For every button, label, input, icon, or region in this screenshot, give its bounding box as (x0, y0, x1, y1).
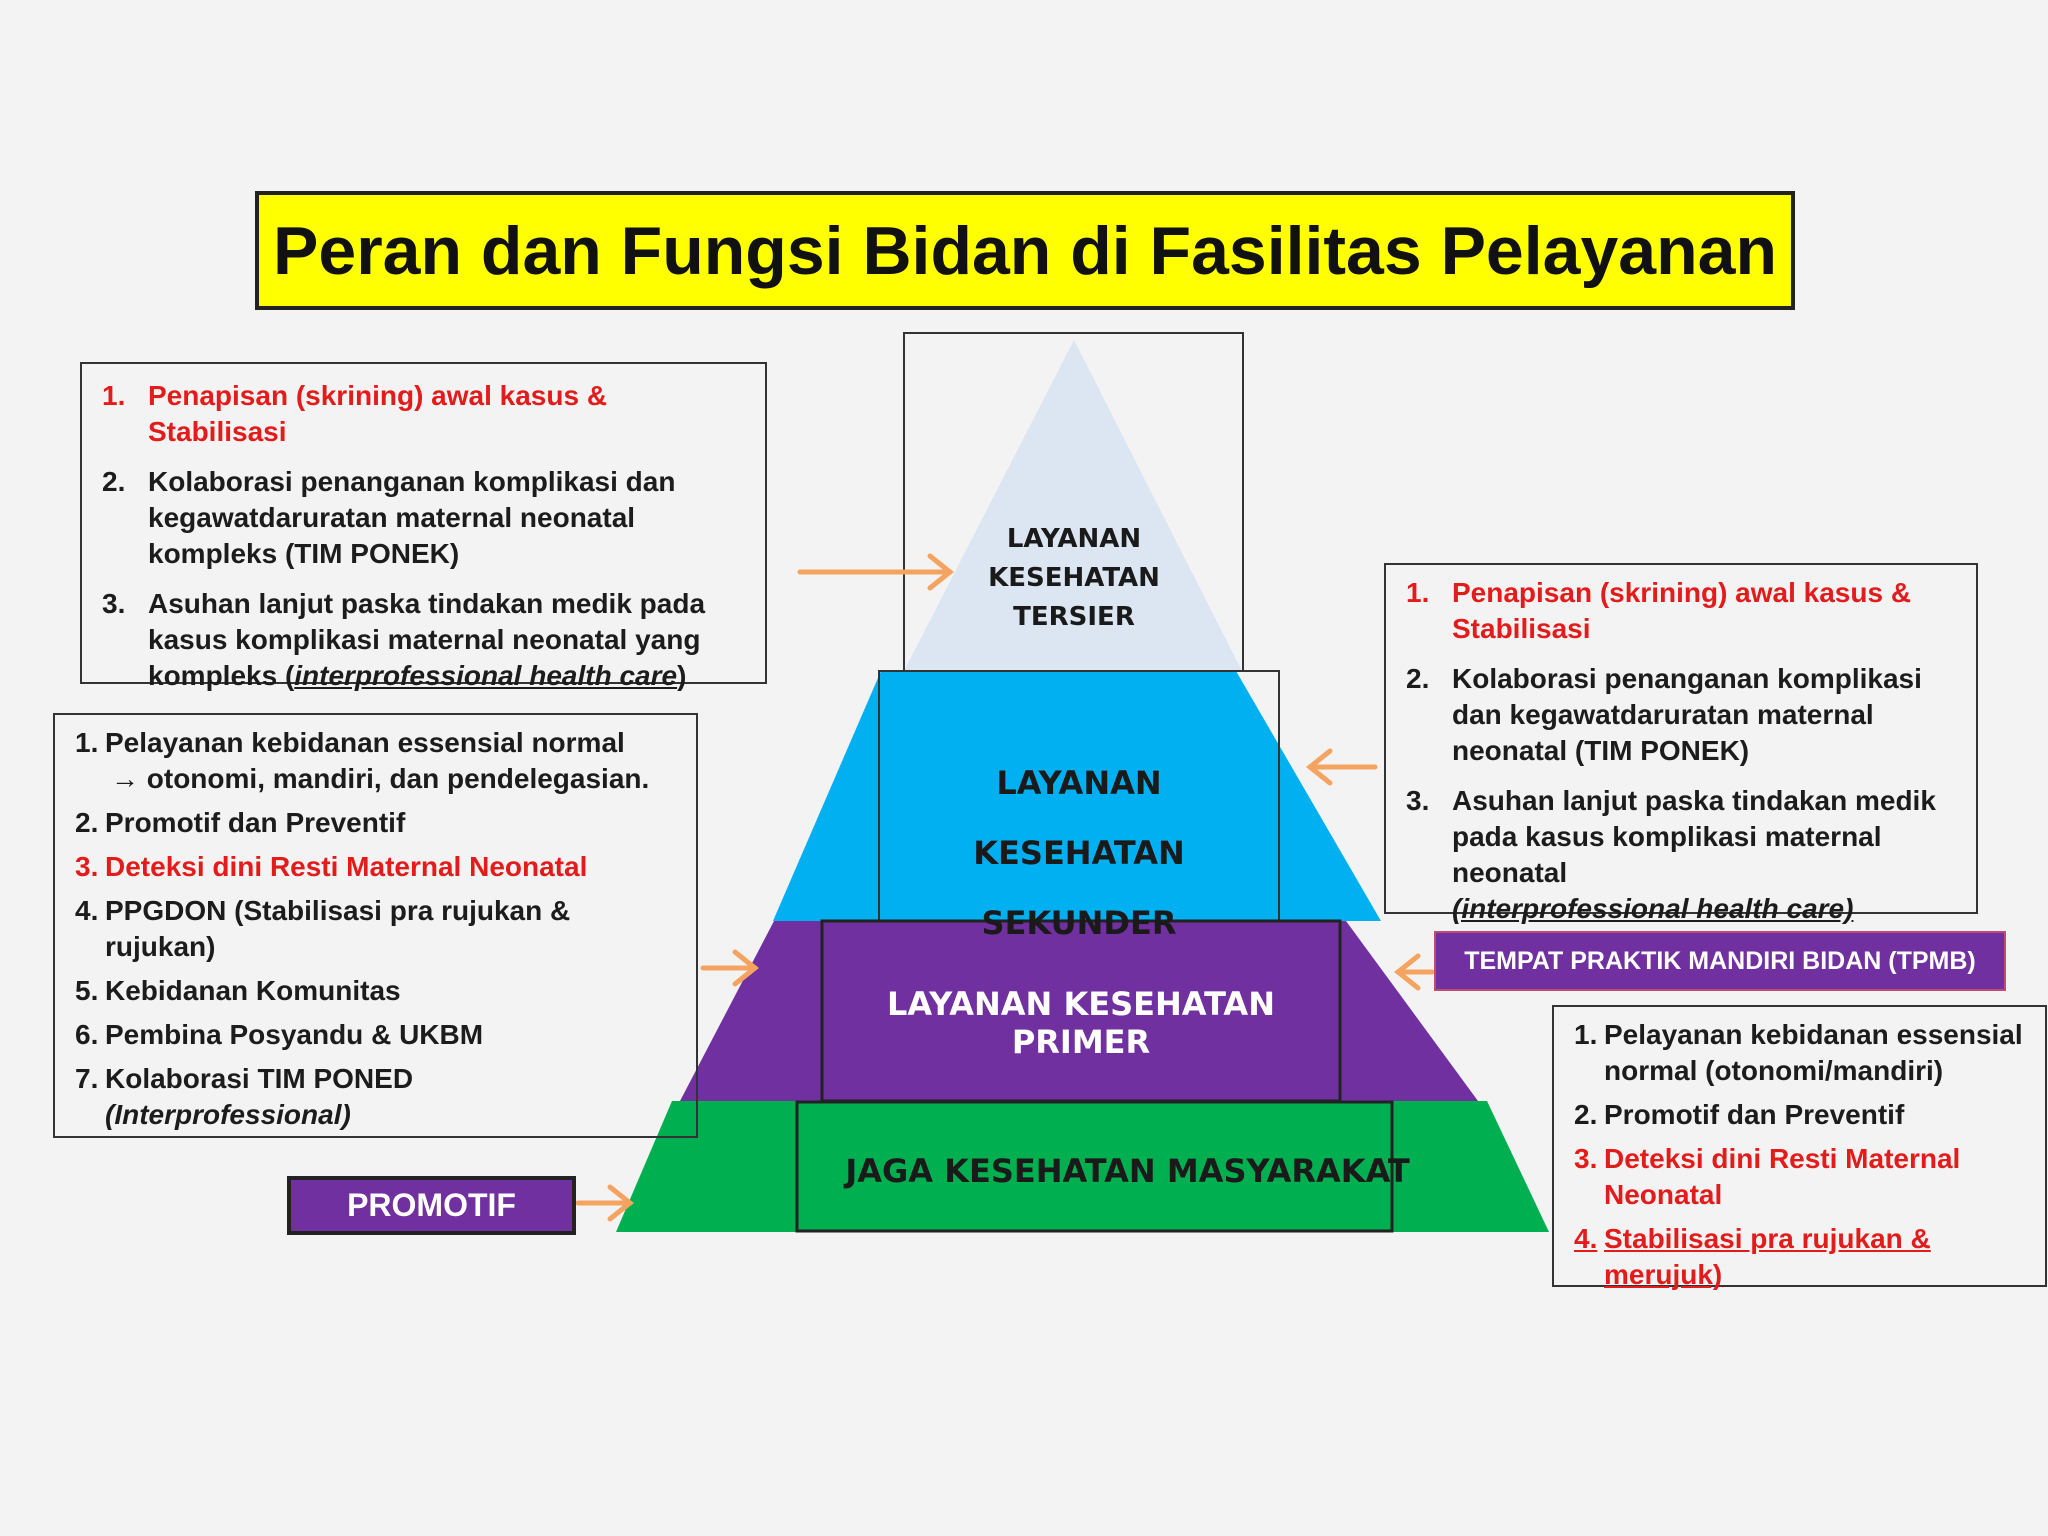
tpmb-roles-list: 1.Pelayanan kebidanan essensial normal (… (1574, 1017, 2025, 1293)
primer-roles-list: 1.Pelayanan kebidanan essensial normal→ … (75, 725, 676, 1133)
masyarakat-frame (795, 1100, 1394, 1233)
page-title: Peran dan Fungsi Bidan di Fasilitas Pela… (273, 212, 1777, 289)
list-item: 2.Kolaborasi penanganan komplikasi dan k… (1406, 663, 1922, 766)
tersier-line-1: LAYANAN (1006, 524, 1142, 554)
list-item: 1.Penapisan (skrining) awal kasus & Stab… (102, 380, 608, 447)
level-sekunder-shape (773, 671, 1381, 921)
tersier-line-3: TERSIER (1013, 602, 1135, 632)
list-item: 3.Asuhan lanjut paska tindakan medik pad… (1406, 785, 1936, 924)
list-item: 4.PPGDON (Stabilisasi pra rujukan & ruju… (75, 895, 571, 962)
level-sekunder-label: LAYANAN KESEHATAN SEKUNDER (879, 748, 1279, 958)
tersier-line-2: KESEHATAN (988, 563, 1160, 593)
list-item: 5.Kebidanan Komunitas (75, 975, 401, 1006)
list-item: 3.Asuhan lanjut paska tindakan medik pad… (102, 588, 706, 691)
level-tersier-shape (904, 340, 1242, 671)
level-primer-label: LAYANAN KESEHATAN PRIMER (887, 985, 1275, 1061)
list-item: 2.Kolaborasi penanganan komplikasi dan k… (102, 466, 676, 569)
list-item: 6.Pembina Posyandu & UKBM (75, 1019, 484, 1050)
list-item: 1.Penapisan (skrining) awal kasus & Stab… (1406, 577, 1912, 644)
list-item: 3.Deteksi dini Resti Maternal Neonatal (1574, 1143, 1961, 1210)
level-masyarakat-label: JAGA KESEHATAN MASYARAKAT (845, 1152, 1410, 1190)
list-item: 1.Pelayanan kebidanan essensial normal (… (1574, 1019, 2023, 1086)
sekunder-line-1: LAYANAN (996, 764, 1162, 802)
title-banner: Peran dan Fungsi Bidan di Fasilitas Pela… (255, 191, 1795, 310)
tersier-roles-list: 1.Penapisan (skrining) awal kasus & Stab… (102, 378, 745, 694)
sekunder-line-2: KESEHATAN SEKUNDER (973, 834, 1185, 942)
list-item: 1.Pelayanan kebidanan essensial normal→ … (75, 727, 650, 794)
sekunder-roles-box: 1.Penapisan (skrining) awal kasus & Stab… (1384, 563, 1978, 924)
sekunder-roles-list: 1.Penapisan (skrining) awal kasus & Stab… (1406, 575, 1956, 927)
list-item: 2.Promotif dan Preventif (1574, 1099, 1905, 1130)
promotif-label: PROMOTIF (287, 1176, 576, 1235)
list-item: 3.Deteksi dini Resti Maternal Neonatal (75, 851, 588, 882)
primer-roles-box: 1.Pelayanan kebidanan essensial normal→ … (53, 713, 698, 1138)
tersier-roles-box: 1.Penapisan (skrining) awal kasus & Stab… (80, 362, 767, 691)
list-item: 4.Stabilisasi pra rujukan & merujuk) (1574, 1223, 1931, 1290)
list-item: 2.Promotif dan Preventif (75, 807, 406, 838)
list-item: 7.Kolaborasi TIM PONED(Interprofessional… (75, 1063, 414, 1130)
tpmb-label: TEMPAT PRAKTIK MANDIRI BIDAN (TPMB) (1434, 931, 2006, 991)
level-masyarakat-shape (616, 1101, 1549, 1232)
level-primer-shape (680, 921, 1478, 1101)
tpmb-roles-box: 1.Pelayanan kebidanan essensial normal (… (1552, 1005, 2047, 1290)
level-tersier-label: LAYANAN KESEHATAN TERSIER (944, 520, 1204, 637)
